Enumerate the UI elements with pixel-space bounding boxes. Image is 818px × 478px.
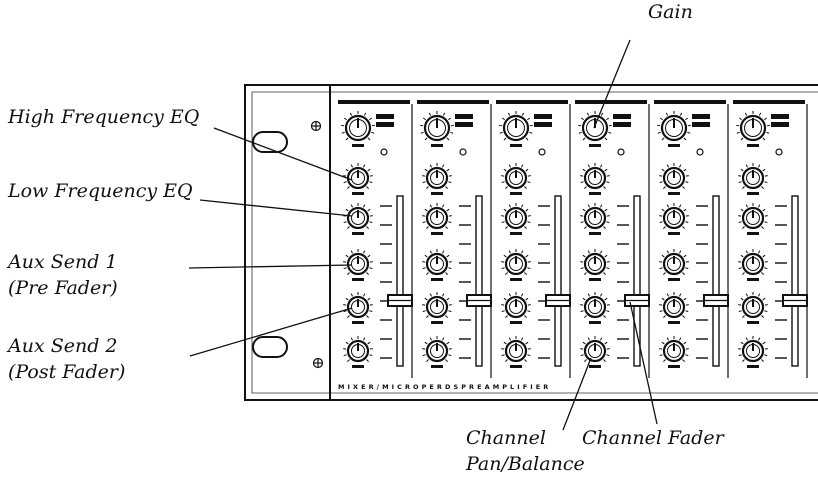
label-channel-fader: Channel Fader [582, 427, 726, 449]
mic-line-switch-label [376, 122, 394, 127]
label-aux-send-2-sub: (Post Fader) [8, 361, 125, 383]
label-gain: Gain [648, 1, 693, 23]
peak-led [460, 149, 466, 155]
mic-line-switch [376, 114, 394, 119]
fader-track [713, 196, 719, 366]
channel-header [654, 100, 726, 104]
label-channel-pan: Channel [466, 427, 546, 449]
peak-led [697, 149, 703, 155]
label-low-frequency-eq: Low Frequency EQ [7, 180, 193, 202]
screw-icon-bottom [314, 359, 323, 368]
mic-line-switch-label [613, 122, 631, 127]
channel-header [496, 100, 568, 104]
mic-line-switch [613, 114, 631, 119]
channel-header [733, 100, 805, 104]
fader-track [792, 196, 798, 366]
mic-line-switch-label [455, 122, 473, 127]
fader-track [476, 196, 482, 366]
mic-line-switch [771, 114, 789, 119]
label-aux-send-2: Aux Send 2 [6, 335, 118, 357]
label-pan-balance: Pan/Balance [465, 453, 585, 475]
screw-icon-top [312, 122, 321, 131]
peak-led [381, 149, 387, 155]
mic-line-switch [455, 114, 473, 119]
label-aux-send-1: Aux Send 1 [6, 251, 118, 273]
channel-header [338, 100, 410, 104]
channel-header [575, 100, 647, 104]
mic-line-switch-label [771, 122, 789, 127]
channel-header [417, 100, 489, 104]
fader-track [555, 196, 561, 366]
peak-led [618, 149, 624, 155]
rack-panel [245, 85, 818, 400]
mic-line-switch-label [534, 122, 552, 127]
peak-led [776, 149, 782, 155]
fader-track [397, 196, 403, 366]
peak-led [539, 149, 545, 155]
mic-line-switch [534, 114, 552, 119]
label-high-frequency-eq: High Frequency EQ [7, 106, 199, 128]
label-aux-send-1-sub: (Pre Fader) [8, 277, 118, 299]
mic-line-switch-label [692, 122, 710, 127]
rack-ear-hole-bottom [253, 337, 287, 357]
panel-strip-text: M I X E R / M I C R O P E R D S P R E A … [338, 383, 549, 391]
mic-line-switch [692, 114, 710, 119]
